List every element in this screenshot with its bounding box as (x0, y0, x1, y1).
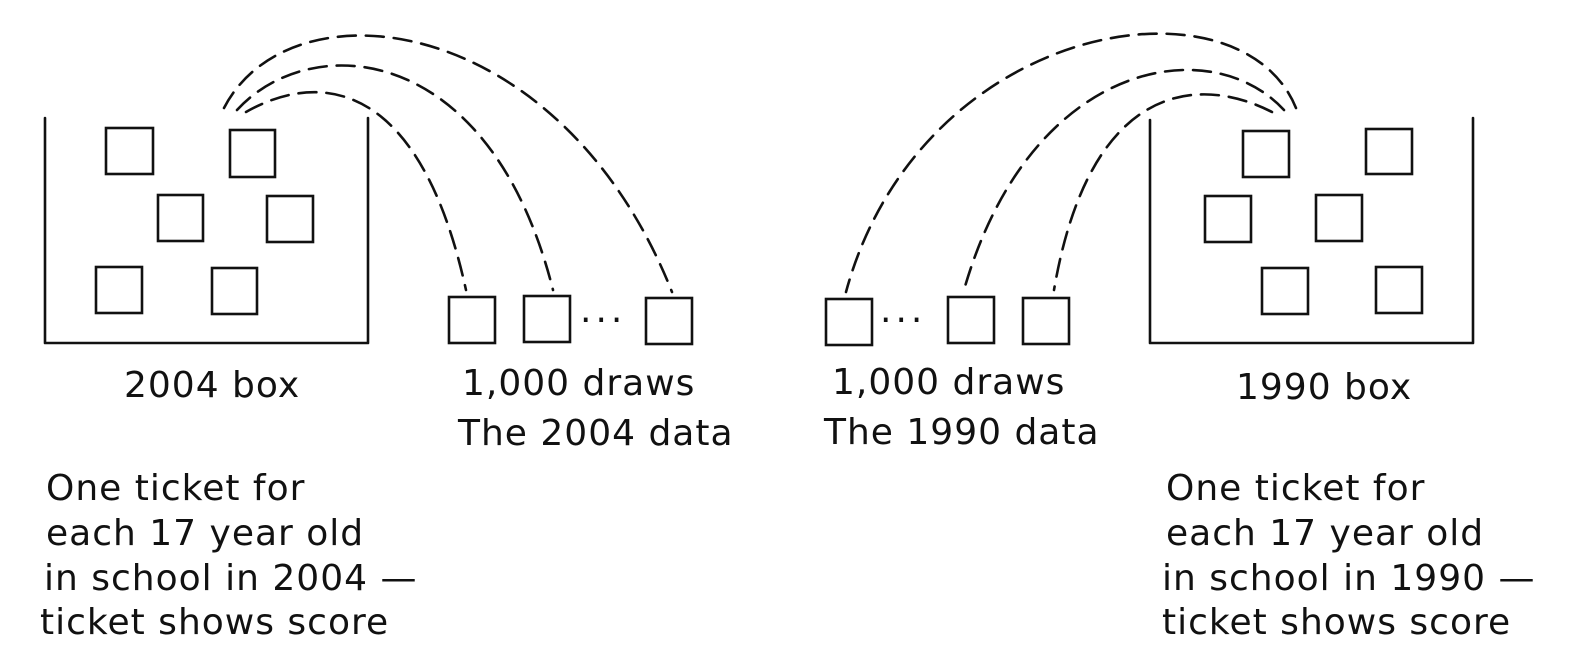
box-1990-ticket (1374, 265, 1424, 315)
description-line: ticket shows score (40, 602, 389, 643)
draw-arc (222, 34, 674, 294)
box-2004-ticket (104, 126, 155, 176)
box-2004-ticket (228, 128, 277, 179)
drawn-ticket (946, 295, 996, 345)
box-1990-ticket (1203, 194, 1253, 244)
ellipsis-1990: ··· (880, 300, 926, 341)
description-line: ticket shows score (1162, 602, 1511, 643)
box-2004-ticket (156, 193, 205, 243)
drawn-ticket (447, 295, 497, 345)
drawn-ticket (522, 294, 572, 344)
draw-arcs-1990 (844, 32, 1298, 294)
box-1990-label: 1990 box (1236, 367, 1412, 408)
draws-1990-label: 1,000 draws (832, 362, 1065, 403)
draw-arc (244, 90, 468, 292)
description-line: in school in 2004 — (44, 558, 417, 599)
ticket-description-2004: One ticket for each 17 year old in schoo… (40, 468, 417, 643)
description-line: in school in 1990 — (1162, 558, 1535, 599)
drawn-ticket (824, 297, 874, 347)
box-2004-ticket (94, 265, 144, 315)
draw-arcs-2004 (222, 34, 674, 294)
description-line: One ticket for (1166, 468, 1425, 509)
drawn-ticket (644, 296, 694, 346)
ticket-description-1990: One ticket for each 17 year old in schoo… (1162, 468, 1535, 643)
data-1990-label: The 1990 data (823, 412, 1100, 453)
draw-arc (844, 32, 1298, 294)
box-2004-label: 2004 box (124, 365, 300, 406)
ellipsis-2004: ··· (580, 300, 626, 341)
drawn-tickets-1990: ··· (824, 295, 1071, 347)
drawn-tickets-2004: ··· (447, 294, 694, 346)
draw-arc (1052, 93, 1274, 292)
box-1990-ticket (1260, 266, 1310, 316)
box-2004-ticket (265, 194, 315, 244)
box-1990 (1148, 116, 1475, 345)
draw-arc (962, 68, 1286, 292)
box-1990-ticket (1364, 127, 1414, 176)
description-line: One ticket for (46, 468, 305, 509)
data-2004-label: The 2004 data (457, 413, 734, 454)
draw-arc (235, 64, 555, 292)
drawn-ticket (1021, 296, 1071, 346)
box-2004 (43, 116, 370, 345)
description-line: each 17 year old (46, 513, 364, 554)
box-1990-outline (1148, 116, 1475, 345)
draws-2004-label: 1,000 draws (462, 363, 695, 404)
description-line: each 17 year old (1166, 513, 1484, 554)
box-2004-outline (43, 116, 370, 345)
box-1990-ticket (1241, 129, 1291, 179)
box-1990-ticket (1314, 193, 1364, 243)
box-2004-ticket (210, 266, 259, 316)
